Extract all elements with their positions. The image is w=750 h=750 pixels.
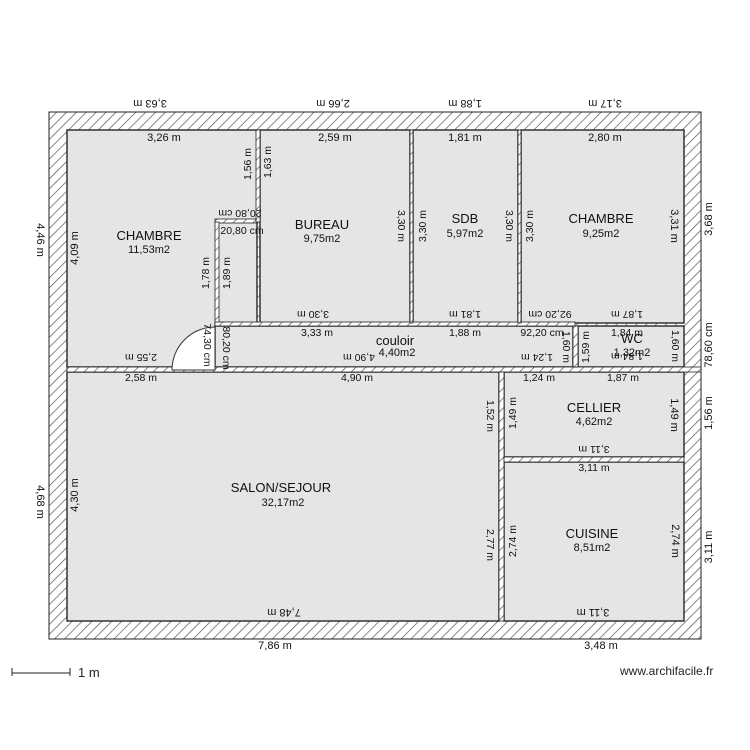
dim-wc-c: 1,84 m <box>611 350 643 362</box>
dim-ch2-e: 1,84 m <box>611 327 643 339</box>
room-label-cellier: CELLIER <box>567 400 621 415</box>
bureau-sdb-wall <box>409 129 414 324</box>
couloir-bottom-wall <box>66 366 702 373</box>
dim-couloir-c: 1,24 m <box>521 351 553 363</box>
room-area-bureau: 9,75m2 <box>304 233 341 245</box>
dim-bottom-outer-1: 7,86 m <box>258 640 292 652</box>
dim-bureau-d: 20,80 cm <box>220 225 263 237</box>
scale-bar <box>11 668 71 676</box>
salon-right-wall <box>498 371 505 622</box>
dim-couloir-a: 2,55 m <box>125 351 157 363</box>
dim-right-outer-4: 3,11 m <box>703 531 715 564</box>
room-label-bureau: BUREAU <box>295 217 349 232</box>
dim-right-outer-1: 3,68 m <box>703 202 715 236</box>
room-label-couloir: couloir <box>376 333 415 348</box>
credit-link[interactable]: www.archifacile.fr <box>619 664 713 678</box>
dim-right-inner-4: 2,74 m <box>669 524 681 558</box>
dim-bottom-outer-2: 3,48 m <box>584 640 618 652</box>
sdb-chambre-wall <box>517 129 522 324</box>
room-area-sdb: 5,97m2 <box>447 228 484 240</box>
dim-sdb-c: 1,81 m <box>449 308 481 320</box>
room-salon-sejour[interactable] <box>66 371 500 622</box>
dim-bureau-e: 1,78 m <box>200 257 212 289</box>
dim-couloir-b: 4,90 m <box>343 351 375 363</box>
dim-bureau-c: 20,80 cm <box>218 207 261 219</box>
dim-top-inner-2: 2,59 m <box>318 132 352 144</box>
dim-right-inner-1: 3,31 m <box>668 209 680 243</box>
dim-top-inner-3: 1,81 m <box>448 132 482 144</box>
door-swing <box>171 326 216 371</box>
dim-cellier-c: 3,11 m <box>578 443 610 455</box>
dim-top-inner-1: 3,26 m <box>147 132 181 144</box>
dim-couloir-d: 2,58 m <box>125 372 157 384</box>
dim-top-outer-2: 2,66 m <box>316 97 350 109</box>
dim-bureau-i: 3,33 m <box>301 327 333 339</box>
room-chambre-2[interactable] <box>520 129 685 324</box>
room-label-chambre-2: CHAMBRE <box>568 211 633 226</box>
dim-ch2-a: 3,30 m <box>524 210 536 242</box>
couloir-top-wall <box>214 321 576 327</box>
dim-top-outer-1: 3,63 m <box>133 97 167 109</box>
room-area-couloir: 4,40m2 <box>379 347 416 359</box>
dim-door-a: 74,30 cm <box>201 323 213 366</box>
room-bureau[interactable] <box>259 129 411 324</box>
dim-right-inner-2: 1,60 m <box>669 330 681 362</box>
dim-left-inner-2: 4,30 m <box>69 478 81 512</box>
dim-bottom-inner-1: 7,48 m <box>267 606 301 618</box>
dim-cellier-a: 1,52 m <box>484 400 496 432</box>
dim-ch2-b: 92,20 cm <box>528 308 571 320</box>
room-area-cellier: 4,62m2 <box>576 416 613 428</box>
dim-bureau-a: 1,56 m <box>242 148 254 180</box>
room-area-wc: 1,32m2 <box>614 347 651 359</box>
dim-wc-b: 1,59 m <box>580 331 592 363</box>
dim-bureau-g: 3,30 m <box>395 210 407 242</box>
dim-sdb-d: 1,88 m <box>449 327 481 339</box>
dim-left-inner-1: 4,09 m <box>69 231 81 265</box>
dim-bureau-h: 3,30 m <box>297 308 329 320</box>
dim-door-b: 80,20 cm <box>220 326 232 369</box>
dim-couloir-e: 4,90 m <box>341 372 373 384</box>
dim-left-outer-1: 4,46 m <box>34 223 46 257</box>
room-label-salon: SALON/SEJOUR <box>231 480 331 495</box>
dim-bureau-b: 1,63 m <box>262 146 274 178</box>
room-area-chambre-1: 11,53m2 <box>128 244 170 256</box>
dim-right-outer-3: 1,56 m <box>703 396 715 430</box>
room-label-wc: WC <box>621 331 643 346</box>
dim-right-outer-2: 78,60 cm <box>703 322 715 367</box>
bureau-lower-wall <box>214 221 220 327</box>
dim-sdb-b: 3,30 m <box>503 210 515 242</box>
wc-wall <box>572 325 579 368</box>
room-sdb[interactable] <box>412 129 519 324</box>
dim-top-outer-3: 1,88 m <box>448 97 482 109</box>
dim-ch2-d: 1,87 m <box>611 308 643 320</box>
room-label-sdb: SDB <box>452 211 479 226</box>
dim-cuisine-a: 2,77 m <box>484 529 496 561</box>
dim-right-inner-3: 1,49 m <box>668 398 680 432</box>
bureau-upper-wall <box>255 129 261 223</box>
dim-cellier-d: 3,11 m <box>578 462 610 474</box>
dim-top-inner-4: 2,80 m <box>588 132 622 144</box>
dim-cuisine-b: 2,74 m <box>507 525 519 557</box>
dim-wc-d: 1,87 m <box>607 372 639 384</box>
scale-label: 1 m <box>78 665 100 680</box>
room-label-cuisine: CUISINE <box>566 526 619 541</box>
dim-bureau-f: 1,89 m <box>221 257 233 289</box>
dim-ch2-c: 92,20 cm <box>520 327 563 339</box>
dim-top-outer-4: 3,17 m <box>588 97 622 109</box>
cuisine-top-wall <box>503 456 685 463</box>
dim-wc-a: 1,60 m <box>560 331 572 363</box>
dim-left-outer-2: 4,68 m <box>34 485 46 519</box>
room-area-chambre-2: 9,25m2 <box>583 228 620 240</box>
dim-cellier-b: 1,49 m <box>507 397 519 429</box>
room-area-cuisine: 8,51m2 <box>574 542 611 554</box>
room-area-salon: 32,17m2 <box>262 497 305 509</box>
room-label-chambre-1: CHAMBRE <box>116 228 181 243</box>
dim-bottom-inner-2: 3,11 m <box>577 606 610 618</box>
dim-couloir-f: 1,24 m <box>523 372 555 384</box>
dim-sdb-a: 3,30 m <box>417 210 429 242</box>
